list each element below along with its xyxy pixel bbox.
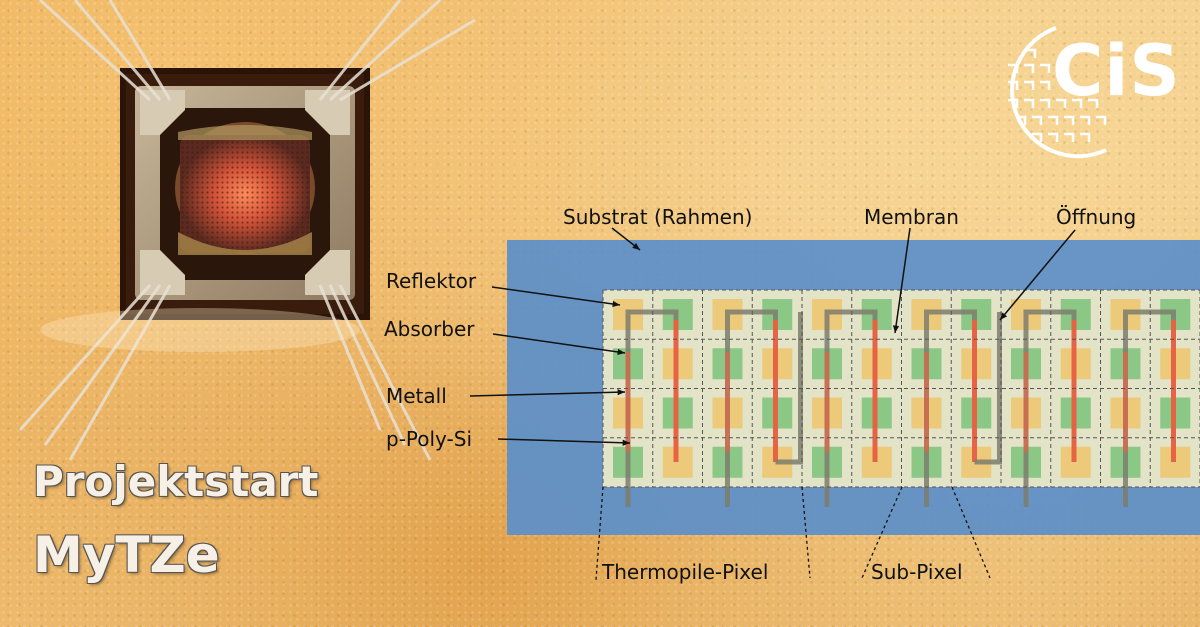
leader-ppolysi-head [622,439,630,446]
metal-connector [775,312,803,465]
title-line1: Projektstart [33,457,319,506]
leader-oeffnung [999,229,1076,321]
cis-logo-icon [1008,26,1107,159]
leader-reflektor [491,286,621,306]
title-line2: MyTZe [33,526,220,584]
leader-membran-head [892,325,900,333]
leader-ppolysi [497,438,631,444]
leader-metall [469,391,626,397]
label-ppolysi: p-Poly-Si [386,427,473,451]
leader-oeffnung-head [1000,312,1008,320]
leader-substrat-head [632,242,640,250]
sensor-chip-photo [18,0,476,461]
grid-lines [602,289,1200,488]
label-sub-pixel: Sub-Pixel [871,560,963,584]
leader-metall-head [617,389,625,396]
logo-text: CiS [1052,30,1181,112]
label-absorber: Absorber [384,317,475,341]
leader-membran [894,227,911,334]
leader-absorber-head [617,348,625,356]
label-substrat: Substrat (Rahmen) [563,205,753,229]
thermopile-traces [625,309,1176,507]
label-reflektor: Reflektor [386,269,477,293]
leader-absorber [492,333,626,354]
metal-connector [974,312,1002,465]
leader-lines [469,227,1076,581]
label-metall: Metall [386,384,447,408]
bracket-subpixel-left [861,486,903,579]
label-oeffnung: Öffnung [1056,205,1137,229]
bracket-subpixel-right [951,486,991,579]
label-membran: Membran [864,205,959,229]
label-thermopile-pixel: Thermopile-Pixel [602,560,769,584]
leader-reflektor-head [612,300,620,308]
